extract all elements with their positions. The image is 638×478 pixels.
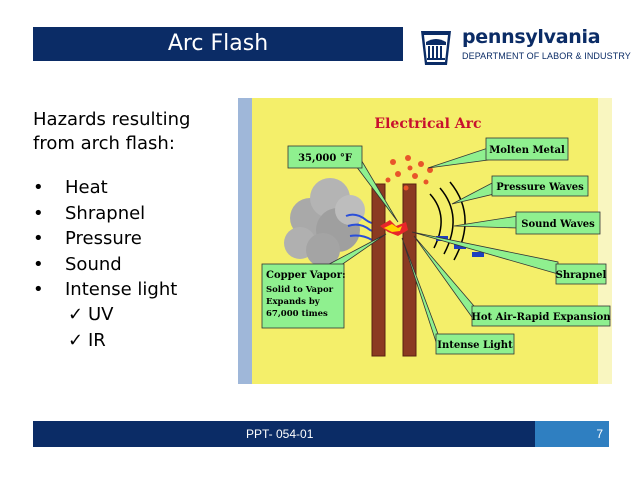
logo-wordmark: pennsylvania — [462, 26, 601, 48]
bullet-marker: • — [33, 228, 44, 249]
bullet-marker: • — [33, 253, 44, 275]
list-item-text: Heat — [65, 177, 108, 198]
footer-bar — [33, 421, 535, 447]
logo-department: DEPARTMENT OF LABOR & INDUSTRY — [462, 51, 631, 61]
hot-air-label: Hot Air-Rapid Expansion — [471, 312, 611, 323]
copper-vapor-line: Solid to Vapor — [266, 285, 334, 295]
electrode-left — [371, 183, 386, 357]
bullet-marker: • — [33, 202, 44, 224]
diagram-right-edge — [598, 98, 612, 384]
list-item-text: Shrapnel — [65, 202, 146, 224]
diagram-title: Electrical Arc — [374, 116, 481, 132]
hazards-heading: Hazards resulting from arch flash: — [33, 109, 191, 154]
callout-boxes — [261, 137, 611, 355]
copper-vapor-line: 67,000 times — [266, 309, 328, 319]
check-icon: ✓ — [68, 304, 84, 325]
sub-list-item-text: IR — [88, 329, 106, 351]
copper-vapor-line: Expands by — [266, 297, 321, 307]
arc-spark-icon — [380, 220, 408, 236]
pressure-wave-icon — [429, 181, 466, 261]
keystone-capitol-icon — [421, 31, 451, 65]
sub-list-item-text: UV — [88, 304, 114, 325]
shrapnel-label: Shrapnel — [556, 270, 607, 281]
molten-droplet-icon — [385, 155, 433, 191]
molten-metal-label: Molten Metal — [489, 145, 565, 156]
slide-title: Arc Flash — [167, 31, 269, 56]
vapor-cloud-icon — [284, 178, 365, 267]
pa-logo: pennsylvania DEPARTMENT OF LABOR & INDUS… — [413, 24, 631, 68]
page-number: 7 — [596, 427, 603, 441]
diagram-left-edge — [238, 98, 252, 384]
check-icon: ✓ — [68, 329, 84, 351]
footer-page-panel — [535, 421, 609, 447]
list-item-text: Intense light — [65, 279, 178, 300]
title-bar — [33, 27, 403, 61]
callout-pointers — [317, 147, 559, 349]
list-item-text: Sound — [65, 253, 122, 275]
temperature-label: 35,000 °F — [298, 153, 352, 164]
sound-waves-label: Sound Waves — [521, 219, 595, 230]
bullet-marker: • — [33, 279, 44, 300]
list-item-text: Pressure — [65, 228, 142, 249]
footer-code: PPT- 054-01 — [246, 427, 314, 441]
intense-light-label: Intense Light — [437, 340, 513, 351]
pressure-waves-label: Pressure Waves — [496, 182, 584, 193]
electrical-arc-diagram: Electrical Arc — [238, 98, 612, 384]
bullet-marker: • — [33, 177, 44, 198]
copper-vapor-heading: Copper Vapor: — [266, 270, 346, 281]
